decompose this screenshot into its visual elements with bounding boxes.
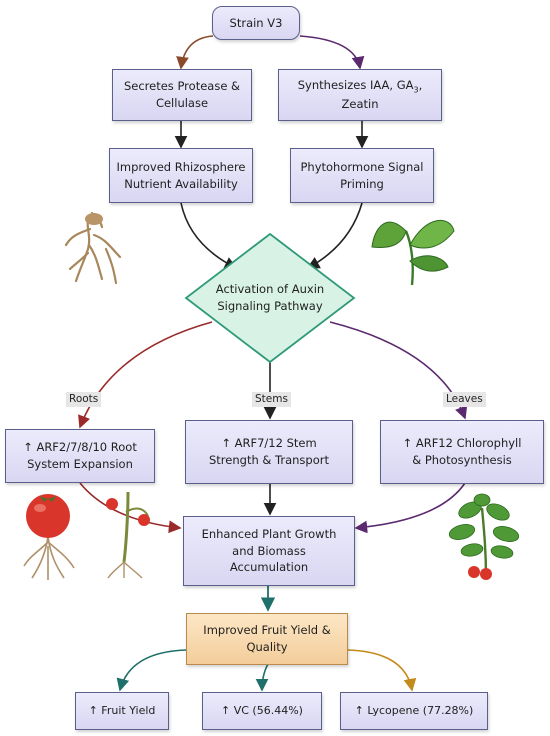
priming-node: Phytohormone Signal Priming [290, 148, 434, 203]
arrow-strain-to-protease [176, 35, 214, 70]
growth-label: Enhanced Plant Growth and Biomass Accumu… [201, 526, 337, 575]
rhizosphere-label: Improved Rhizosphere Nutrient Availabili… [116, 159, 246, 191]
arrow-fruit-to-lycopene [347, 649, 417, 692]
lycopene-node: ↑ Lycopene (77.28%) [340, 692, 488, 730]
tomato-seedling-icon [106, 491, 150, 579]
strain-v3-label: Strain V3 [229, 15, 283, 30]
root-icon [64, 211, 122, 285]
fruit-label: Improved Fruit Yield & Quality [203, 623, 331, 654]
growth-node: Enhanced Plant Growth and Biomass Accumu… [183, 516, 355, 586]
stems-label: ↑ ARF7/12 Stem Strength & Transport [209, 436, 329, 467]
arrow-strain-to-hormones [299, 35, 365, 70]
arrow-fruit-to-yield [116, 649, 187, 692]
diamond-shape [184, 232, 356, 364]
strain-v3-node: Strain V3 [212, 6, 300, 40]
fruit-node: Improved Fruit Yield & Quality [186, 613, 348, 665]
arrow-priming-to-auxin [306, 202, 363, 269]
protease-label: Secretes Protease & Cellulase [123, 79, 241, 110]
leaves-label: ↑ ARF12 Chlorophyll & Photosynthesis [402, 436, 522, 467]
leaves-node: ↑ ARF12 Chlorophyll & Photosynthesis [380, 420, 544, 484]
hormones-node: Synthesizes IAA, GA3, Zeatin [278, 69, 442, 121]
tomato-root-icon [23, 494, 75, 580]
priming-label: Phytohormone Signal Priming [300, 159, 424, 191]
roots-node: ↑ ARF2/7/8/10 Root System Expansion [5, 429, 155, 483]
arrow-rhizosphere-to-auxin [180, 202, 238, 269]
arrow-leaves-to-growth [354, 482, 466, 534]
tomato-plant-icon [448, 493, 520, 580]
roots-tag: Roots [66, 392, 102, 407]
stems-node: ↑ ARF7/12 Stem Strength & Transport [185, 420, 353, 484]
arrow-auxin-to-roots [78, 321, 213, 429]
arrow-fruit-to-vc [255, 663, 269, 692]
roots-label: ↑ ARF2/7/8/10 Root System Expansion [23, 440, 137, 471]
vc-label: ↑ VC (56.44%) [221, 704, 303, 718]
protease-node: Secretes Protease & Cellulase [112, 69, 252, 121]
auxin-diamond-node: Activation of Auxin Signaling Pathway [184, 232, 356, 364]
yield-node: ↑ Fruit Yield [75, 692, 169, 730]
leaf-icon [371, 219, 455, 286]
vc-node: ↑ VC (56.44%) [202, 692, 322, 730]
leaves-tag: Leaves [443, 392, 486, 407]
hormones-label: Synthesizes IAA, GA3, Zeatin [297, 78, 423, 112]
lycopene-label: ↑ Lycopene (77.28%) [354, 704, 474, 718]
stems-tag: Stems [252, 392, 291, 407]
auxin-label: Activation of Auxin Signaling Pathway [215, 282, 325, 313]
arrow-roots-to-growth [79, 482, 182, 534]
rhizosphere-node: Improved Rhizosphere Nutrient Availabili… [109, 148, 253, 203]
yield-label: ↑ Fruit Yield [88, 704, 156, 718]
